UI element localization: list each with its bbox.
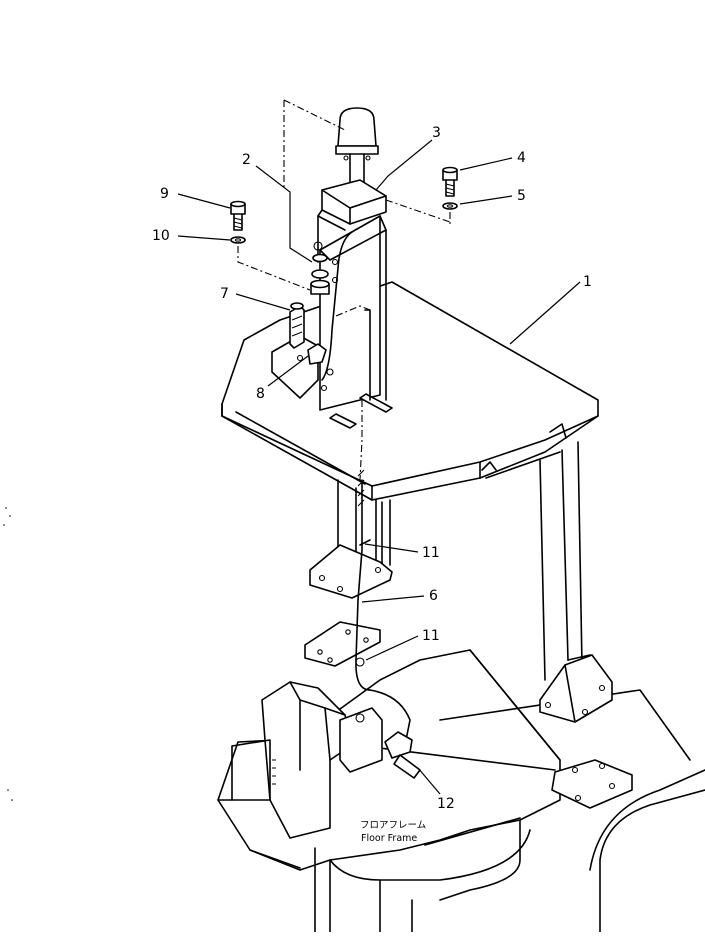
lamp-bracket [313,179,387,263]
label-part-10: 10 [152,228,170,244]
label-part-1: 1 [583,274,592,290]
leader-lines [177,139,581,795]
label-part-3: 3 [432,125,441,141]
floor-frame-label-jp: フロアフレーム [360,820,426,831]
label-part-8: 8 [256,386,265,402]
bolt-4 [442,166,458,197]
label-part-4: 4 [517,150,526,166]
floor-frame-caption: フロアフレーム Floor Frame [360,820,426,844]
bolt-9 [230,200,246,231]
label-part-7: 7 [220,286,229,302]
floor-frame [217,649,705,933]
part-labels: 1 2 3 4 5 6 7 8 9 10 11 11 12 [152,125,592,812]
label-part-6: 6 [429,588,438,604]
label-part-2: 2 [242,152,251,168]
edge-specks [3,507,13,801]
clamp-7 [289,302,305,349]
washer-10 [230,236,246,244]
stand-frame [221,215,613,723]
label-part-9: 9 [160,186,169,202]
label-part-12: 12 [437,796,455,812]
floor-frame-label-en: Floor Frame [361,833,417,844]
assembly-lines [237,99,451,291]
label-part-11b: 11 [422,628,440,644]
washer-5 [442,202,458,210]
label-part-11a: 11 [422,545,440,561]
wire-harness [321,231,421,779]
label-part-5: 5 [517,188,526,204]
console-unit [217,681,383,839]
nuts-washers [310,253,339,295]
clamp-8 [296,343,334,392]
